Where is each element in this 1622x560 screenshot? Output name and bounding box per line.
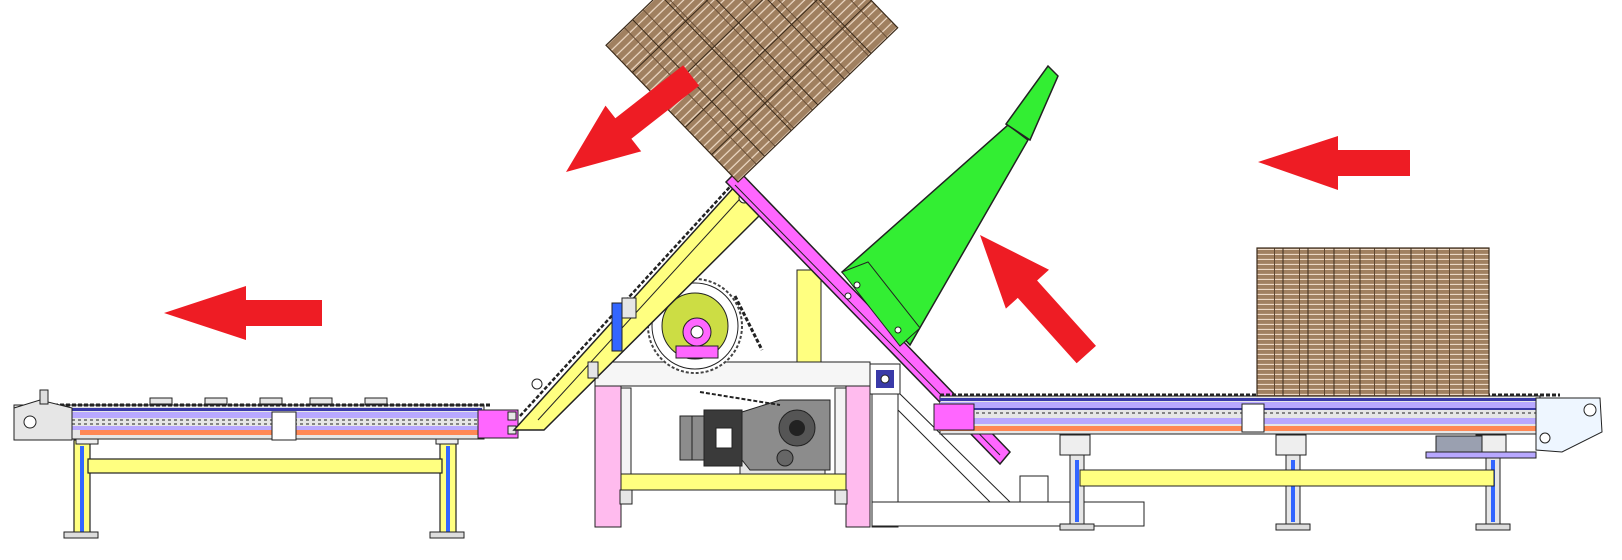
right-conveyor-crossbeam bbox=[1079, 469, 1495, 487]
frame-upright-post bbox=[796, 269, 822, 363]
arrow-left-icon bbox=[1258, 136, 1410, 190]
tilted-stack-body bbox=[605, 0, 899, 183]
left-conveyor-handle bbox=[39, 389, 49, 405]
backstop-arm bbox=[1004, 64, 1059, 142]
incoming-cardboard-stack bbox=[1256, 247, 1490, 397]
frame-low-beam bbox=[620, 473, 847, 491]
frame-inner-post bbox=[834, 387, 847, 475]
left-conveyor-end-head bbox=[13, 399, 73, 441]
frame-column-right bbox=[845, 369, 871, 528]
bearing-block bbox=[675, 345, 719, 359]
left-conveyor-belt-top bbox=[30, 408, 482, 411]
sprocket-chain bbox=[733, 295, 764, 351]
frame-inner-post bbox=[620, 387, 632, 475]
drive-chain bbox=[699, 391, 781, 406]
drive-unit bbox=[679, 391, 831, 475]
right-conveyor-joint-plate bbox=[1241, 403, 1265, 433]
arrow-down-left-icon bbox=[566, 65, 700, 172]
left-outfeed-conveyor bbox=[13, 389, 519, 539]
tilting-arm bbox=[724, 168, 1012, 466]
backstop-plate bbox=[840, 64, 1059, 347]
left-conveyor-foot bbox=[63, 531, 99, 539]
diagonal-brace bbox=[897, 390, 1012, 503]
left-conveyor-foot bbox=[429, 531, 465, 539]
arrow-left-icon bbox=[164, 286, 322, 340]
base-rail bbox=[871, 501, 1145, 527]
frame-top-beam bbox=[594, 361, 871, 387]
transfer-block-right bbox=[933, 403, 975, 431]
left-conveyor-crossbeam bbox=[87, 458, 443, 474]
motor-icon bbox=[679, 409, 743, 467]
frame-column-left bbox=[594, 369, 622, 528]
left-conveyor-return-band bbox=[30, 426, 482, 430]
base-block bbox=[1019, 475, 1049, 503]
incline-mount-bracket bbox=[611, 302, 623, 352]
right-infeed-conveyor bbox=[933, 393, 1603, 531]
arrow-up-left-icon bbox=[980, 235, 1096, 364]
incoming-stack-body bbox=[1256, 247, 1490, 397]
left-conveyor-belt-band bbox=[30, 412, 482, 418]
flow-arrows bbox=[164, 65, 1410, 364]
left-conveyor-joint-plate bbox=[271, 411, 297, 441]
right-conveyor-drive bbox=[1435, 435, 1483, 455]
gearbox-icon bbox=[741, 399, 831, 471]
central-support-frame bbox=[594, 269, 1145, 528]
tilted-cardboard-stack bbox=[605, 0, 899, 183]
